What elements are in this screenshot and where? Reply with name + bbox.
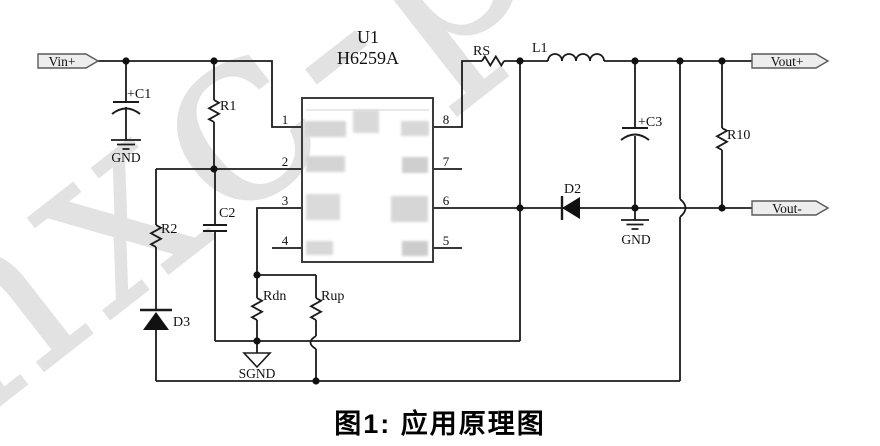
pin-5-label: 5 [443,233,450,248]
label-rup: Rup [321,289,344,304]
label-r10: R10 [727,128,750,143]
figure-caption: 图1: 应用原理图 [334,409,546,439]
pin-2-label: 2 [282,154,289,169]
label-r2: R2 [161,222,177,237]
chip-ref-label: U1 [357,27,379,47]
wire-pin3 [256,207,316,276]
wire-feedback-vertical [679,61,687,381]
capacitor-c2-plates [203,224,227,232]
labels: Vin+ Vout+ Vout- U1 H6259A +C1 R1 R2 C2 … [48,27,803,381]
port-connectors [37,53,830,216]
wire-sgnd-line [215,61,521,342]
chip-body [301,97,434,263]
sgnd-symbol [242,352,272,369]
pin-3-label: 3 [282,193,289,208]
wire-rup [309,275,317,381]
port-vin-label: Vin+ [48,54,75,69]
voutneg-connector-shape [751,200,830,216]
label-d3: D3 [173,315,190,330]
label-gnd-input: GND [111,150,140,165]
inductor-l1-body [547,53,605,62]
diode-d2-triangle [562,197,580,219]
wire-vin-rail [98,60,302,128]
port-voutneg-label: Vout- [772,201,802,216]
resistor-r10-body [715,127,729,151]
symbols [111,53,729,369]
gnd-output-symbol [621,219,649,230]
label-c2: C2 [219,206,235,221]
pin-numbers: 1 2 3 4 8 7 6 5 [282,112,450,248]
voutpos-connector-shape [751,53,830,69]
label-d2: D2 [564,182,581,197]
label-rs: RS [473,44,490,59]
diode-d3-triangle [143,312,169,330]
chip-censored-labels [305,110,429,256]
label-rdn: Rdn [263,289,286,304]
port-voutpos-label: Vout+ [771,54,804,69]
chip-u1 [301,97,434,263]
pin-7-label: 7 [443,154,450,169]
junction-dots [122,57,726,385]
pin-8-label: 8 [443,112,450,127]
resistor-rdn-body [250,297,264,321]
pin-6-label: 6 [443,193,450,208]
label-sgnd: SGND [239,366,276,381]
wire-pin8 [433,60,482,128]
resistor-r2-body [149,224,163,248]
label-l1: L1 [532,41,548,56]
resistor-rs-body [481,54,505,68]
capacitor-c1-plate-bottom [111,107,141,115]
resistor-r1-body [207,99,221,123]
resistor-rup-body [309,297,323,321]
label-c3: +C3 [638,115,662,130]
vin-connector-shape [37,53,100,69]
label-r1: R1 [220,99,236,114]
capacitor-c3-plate-bottom [620,133,650,141]
chip-part-label: H6259A [337,48,399,68]
pin-4-label: 4 [282,233,289,248]
label-gnd-output: GND [621,232,650,247]
gnd-input-symbol [111,139,141,150]
label-c1: +C1 [127,87,151,102]
pin-1-label: 1 [282,112,289,127]
